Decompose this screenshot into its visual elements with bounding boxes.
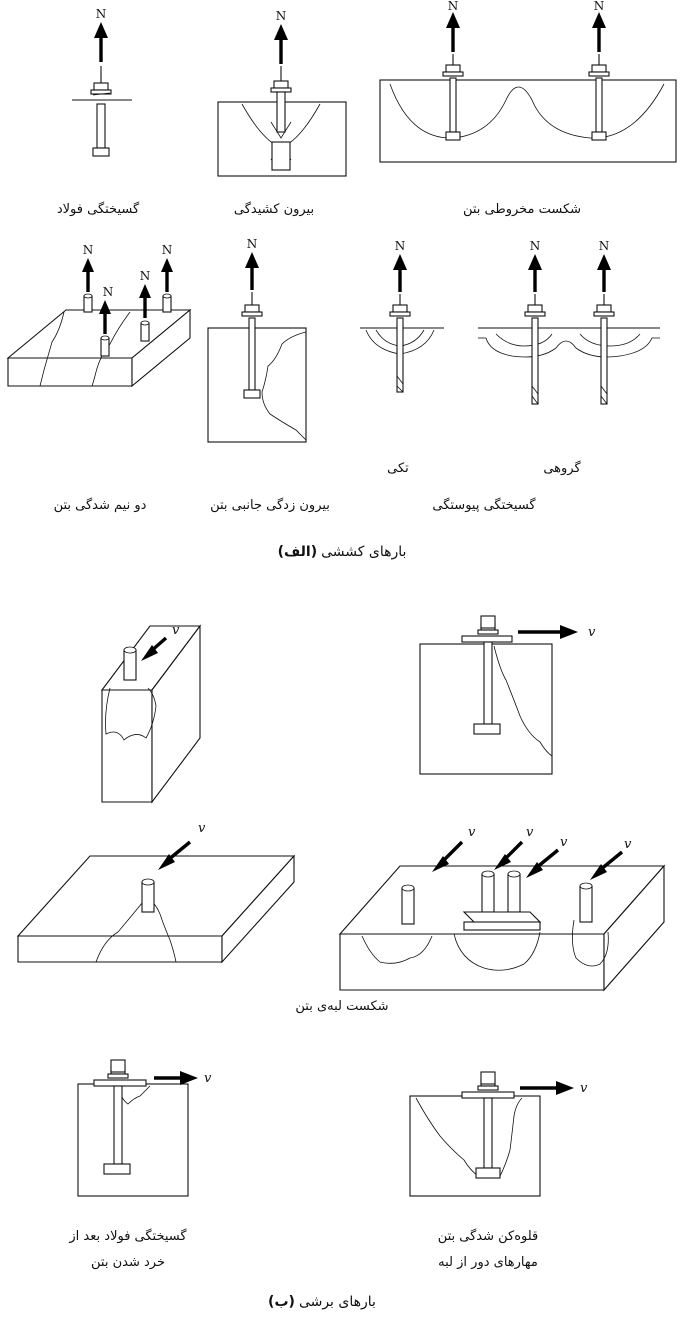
- caption-pullout: بیرون کشیدگی: [234, 201, 314, 217]
- slab-edge-failure-diagram: v: [16, 821, 296, 964]
- svg-text:N: N: [140, 269, 151, 283]
- svg-text:v: v: [198, 821, 206, 836]
- svg-text:v: v: [468, 825, 476, 840]
- svg-text:N: N: [395, 239, 406, 253]
- svg-text:v: v: [560, 835, 568, 850]
- splitting-diagram: N N N N: [6, 243, 192, 388]
- steel-failure-diagram: N: [72, 7, 132, 157]
- corner-edge-failure-diagram: v: [100, 623, 202, 804]
- caption-single: تکی: [387, 461, 409, 476]
- slab-group-edge-failure-diagram: v v v v: [338, 825, 666, 992]
- svg-text:N: N: [276, 9, 287, 23]
- concrete-cone-diagram: N N: [379, 0, 677, 163]
- svg-text:N: N: [103, 285, 114, 299]
- svg-text:v: v: [526, 825, 534, 840]
- caption-side-blowout: بیرون زدگی جانبی بتن: [210, 497, 330, 513]
- svg-text:N: N: [594, 0, 605, 13]
- svg-text:N: N: [599, 239, 610, 253]
- svg-text:N: N: [247, 237, 258, 251]
- caption-steel-after-line2: خرد شدن بتن: [91, 1255, 165, 1270]
- shear-edge-front-diagram: v: [419, 615, 596, 775]
- bond-failure-group-diagram: N N: [478, 239, 660, 405]
- svg-text:v: v: [588, 625, 596, 640]
- caption-splitting: دو نیم شدگی بتن: [54, 497, 147, 513]
- caption-concrete-cone: شکست مخروطی بتن: [463, 202, 581, 217]
- shear-label-v: v: [172, 623, 180, 638]
- caption-group: گروهی: [543, 460, 581, 476]
- svg-text:v: v: [204, 1071, 212, 1086]
- svg-text:v: v: [580, 1081, 588, 1096]
- caption-steel-after-line1: گسیختگی فولاد بعد از: [68, 1228, 187, 1244]
- pullout-diagram: N: [217, 9, 347, 177]
- caption-pryout-line2: مهارهای دور از لبه: [438, 1255, 538, 1270]
- caption-bond-failure: گسیختگی پیوستگی: [432, 497, 536, 513]
- caption-edge-failure: شکست لبه‌ی بتن: [295, 999, 388, 1014]
- bond-failure-single-diagram: N: [360, 239, 444, 393]
- svg-text:N: N: [448, 0, 459, 13]
- pryout-failure-diagram: v: [409, 1071, 588, 1197]
- svg-text:N: N: [162, 243, 173, 257]
- caption-steel-failure: گسیختگی فولاد: [57, 201, 140, 217]
- section-a-caption: (الف)بارهای کششی: [278, 544, 407, 560]
- caption-pryout-line1: قلوه‌کن شدگی بتن: [438, 1228, 539, 1244]
- steel-after-crushing-diagram: v: [77, 1059, 212, 1197]
- side-blowout-diagram: N: [207, 237, 307, 443]
- load-label-n: N: [96, 7, 107, 21]
- svg-text:N: N: [83, 243, 94, 257]
- svg-text:v: v: [624, 837, 632, 852]
- section-b-caption: (ب)بارهای برشی: [268, 1294, 376, 1310]
- svg-text:N: N: [530, 239, 541, 253]
